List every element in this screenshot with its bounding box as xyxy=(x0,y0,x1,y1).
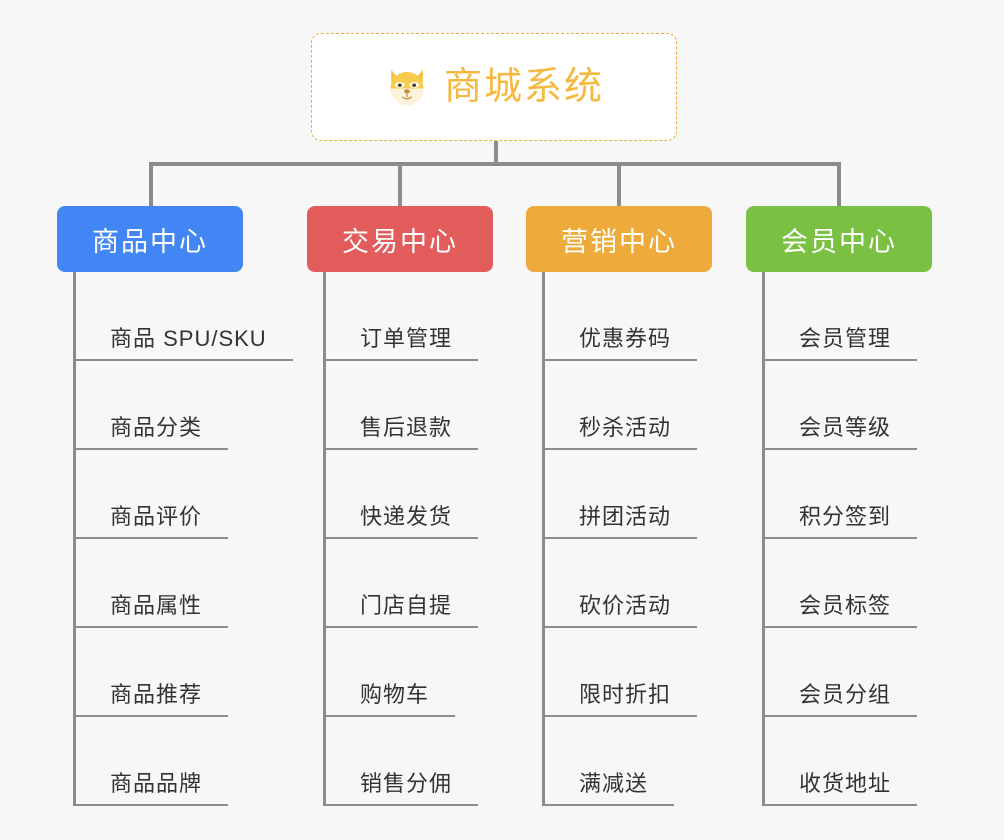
list-item-label: 满减送 xyxy=(579,770,649,796)
list-item[interactable]: 快递发货 xyxy=(326,450,479,539)
branch-product-center: 商品中心 商品 SPU/SKU 商品分类 商品评价 商品属性 商品推荐 商品品牌 xyxy=(57,206,293,806)
connector-horizontal-bus xyxy=(149,162,841,166)
root-node[interactable]: 商城系统 xyxy=(311,33,677,141)
branch-children-product-center: 商品 SPU/SKU 商品分类 商品评价 商品属性 商品推荐 商品品牌 xyxy=(73,272,293,806)
connector-branch-3-vertical xyxy=(617,162,621,206)
list-item[interactable]: 售后退款 xyxy=(326,361,479,450)
list-item-label: 会员标签 xyxy=(799,592,892,618)
list-item[interactable]: 商品 SPU/SKU xyxy=(76,272,293,361)
branch-children-marketing-center: 优惠券码 秒杀活动 拼团活动 砍价活动 限时折扣 满减送 xyxy=(542,272,712,806)
list-item-label: 商品品牌 xyxy=(110,770,203,796)
list-item-label: 销售分佣 xyxy=(360,770,453,796)
list-item[interactable]: 收货地址 xyxy=(765,717,918,806)
list-item[interactable]: 会员等级 xyxy=(765,361,918,450)
branch-marketing-center: 营销中心 优惠券码 秒杀活动 拼团活动 砍价活动 限时折扣 满减送 xyxy=(526,206,712,806)
branch-children-trade-center: 订单管理 售后退款 快递发货 门店自提 购物车 销售分佣 xyxy=(323,272,493,806)
list-item-label: 商品分类 xyxy=(110,414,203,440)
list-item-label: 售后退款 xyxy=(360,414,453,440)
list-item[interactable]: 砍价活动 xyxy=(545,539,698,628)
list-item-label: 收货地址 xyxy=(799,770,892,796)
list-item[interactable]: 拼团活动 xyxy=(545,450,698,539)
list-item[interactable]: 优惠券码 xyxy=(545,272,698,361)
list-item-label: 购物车 xyxy=(360,681,430,707)
list-item-label: 商品推荐 xyxy=(110,681,203,707)
branch-children-member-center: 会员管理 会员等级 积分签到 会员标签 会员分组 收货地址 xyxy=(762,272,932,806)
list-item[interactable]: 商品分类 xyxy=(76,361,229,450)
list-item-label: 秒杀活动 xyxy=(579,414,672,440)
list-item-label: 会员分组 xyxy=(799,681,892,707)
list-item-label: 优惠券码 xyxy=(579,325,672,351)
list-item[interactable]: 限时折扣 xyxy=(545,628,698,717)
list-item[interactable]: 会员管理 xyxy=(765,272,918,361)
branch-header-member-center[interactable]: 会员中心 xyxy=(746,206,932,272)
connector-branch-2-vertical xyxy=(398,162,402,206)
list-item[interactable]: 订单管理 xyxy=(326,272,479,361)
branch-header-trade-center[interactable]: 交易中心 xyxy=(307,206,493,272)
branch-header-product-center[interactable]: 商品中心 xyxy=(57,206,243,272)
list-item[interactable]: 商品评价 xyxy=(76,450,229,539)
list-item[interactable]: 满减送 xyxy=(545,717,675,806)
list-item[interactable]: 销售分佣 xyxy=(326,717,479,806)
branch-header-marketing-center[interactable]: 营销中心 xyxy=(526,206,712,272)
list-item-label: 快递发货 xyxy=(360,503,453,529)
list-item[interactable]: 积分签到 xyxy=(765,450,918,539)
list-item[interactable]: 商品品牌 xyxy=(76,717,229,806)
list-item-label: 砍价活动 xyxy=(579,592,672,618)
list-item-label: 会员管理 xyxy=(799,325,892,351)
connector-root-vertical xyxy=(494,141,498,166)
list-item[interactable]: 商品属性 xyxy=(76,539,229,628)
list-item[interactable]: 秒杀活动 xyxy=(545,361,698,450)
list-item[interactable]: 会员分组 xyxy=(765,628,918,717)
root-title: 商城系统 xyxy=(443,66,604,108)
list-item-label: 订单管理 xyxy=(360,325,453,351)
connector-branch-4-vertical xyxy=(837,162,841,206)
list-item[interactable]: 门店自提 xyxy=(326,539,479,628)
list-item-label: 会员等级 xyxy=(799,414,892,440)
list-item-label: 积分签到 xyxy=(799,503,892,529)
list-item-label: 商品 SPU/SKU xyxy=(110,325,267,351)
list-item-label: 商品属性 xyxy=(110,592,203,618)
list-item-label: 门店自提 xyxy=(360,592,453,618)
list-item[interactable]: 会员标签 xyxy=(765,539,918,628)
branch-trade-center: 交易中心 订单管理 售后退款 快递发货 门店自提 购物车 销售分佣 xyxy=(307,206,493,806)
list-item-label: 商品评价 xyxy=(110,503,203,529)
connector-branch-1-vertical xyxy=(149,162,153,206)
branch-member-center: 会员中心 会员管理 会员等级 积分签到 会员标签 会员分组 收货地址 xyxy=(746,206,932,806)
list-item[interactable]: 商品推荐 xyxy=(76,628,229,717)
list-item[interactable]: 购物车 xyxy=(326,628,456,717)
list-item-label: 拼团活动 xyxy=(579,503,672,529)
list-item-label: 限时折扣 xyxy=(579,681,672,707)
shiba-dog-icon xyxy=(390,69,424,105)
